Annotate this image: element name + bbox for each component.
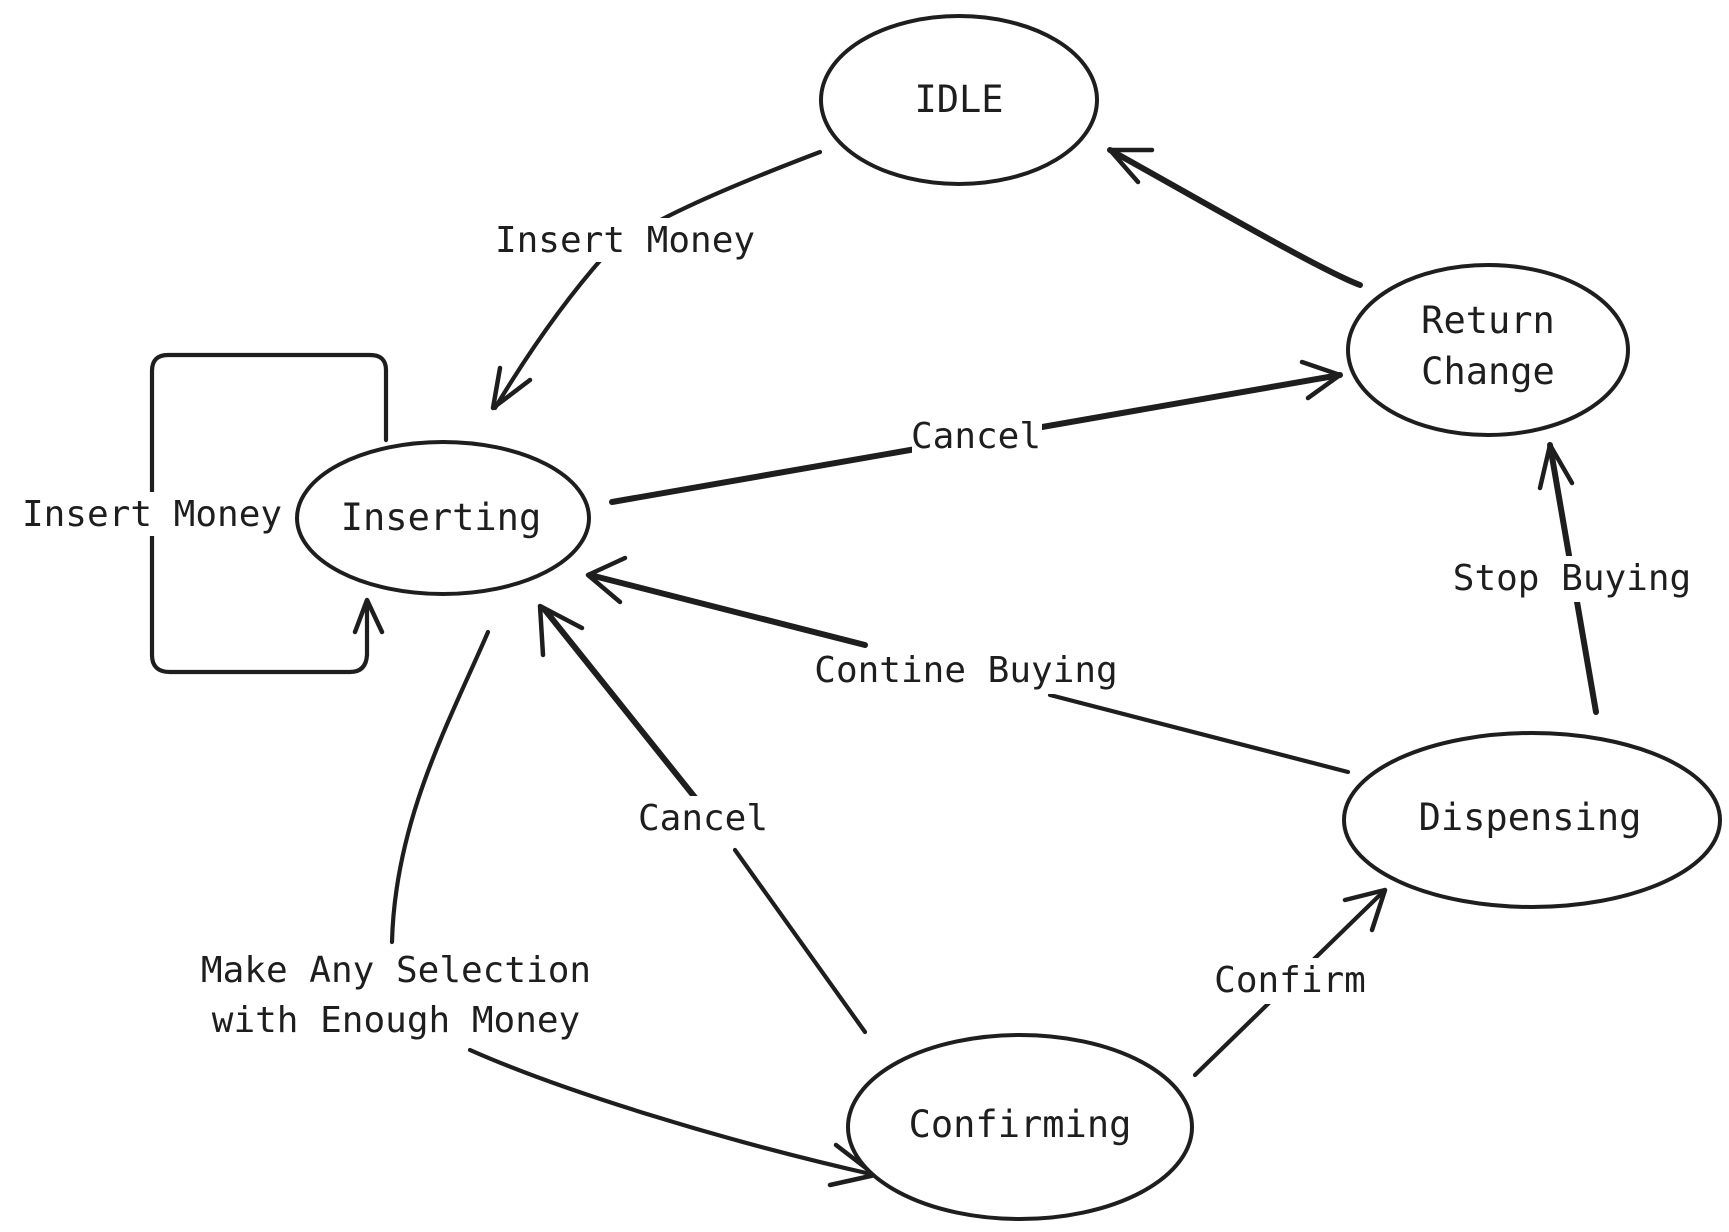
edge-inserting-to-confirming (389, 629, 878, 1188)
state-return-change[interactable]: Return Change (1346, 263, 1630, 437)
edge-dispensing-to-inserting (585, 555, 1351, 775)
state-inserting-label: Inserting (341, 496, 541, 539)
label-inserting-self-loop: Insert Money (22, 494, 282, 535)
state-idle[interactable]: IDLE (819, 14, 1099, 186)
edge-return-change-to-idle (1107, 147, 1363, 288)
label-confirming-to-inserting: Cancel (638, 798, 768, 839)
label-confirming-to-dispensing: Confirm (1214, 960, 1366, 1001)
state-return-change-label-line1: Return (1421, 299, 1555, 342)
state-dispensing[interactable]: Dispensing (1342, 731, 1722, 909)
state-confirming-label: Confirming (909, 1103, 1132, 1146)
label-inserting-to-confirming-line1: Make Any Selection (201, 950, 591, 991)
label-dispensing-to-return-change: Stop Buying (1453, 558, 1691, 599)
label-dispensing-to-inserting: Contine Buying (814, 650, 1117, 691)
state-dispensing-label: Dispensing (1419, 796, 1642, 839)
state-inserting[interactable]: Inserting (295, 440, 591, 596)
label-inserting-to-confirming-line2: with Enough Money (212, 1000, 580, 1041)
label-idle-to-inserting: Insert Money (495, 220, 755, 261)
edge-idle-to-inserting (490, 149, 823, 411)
state-confirming[interactable]: Confirming (846, 1033, 1194, 1221)
state-idle-label: IDLE (914, 78, 1003, 121)
state-return-change-label-line2: Change (1421, 350, 1555, 393)
label-inserting-to-return-change: Cancel (911, 416, 1041, 457)
